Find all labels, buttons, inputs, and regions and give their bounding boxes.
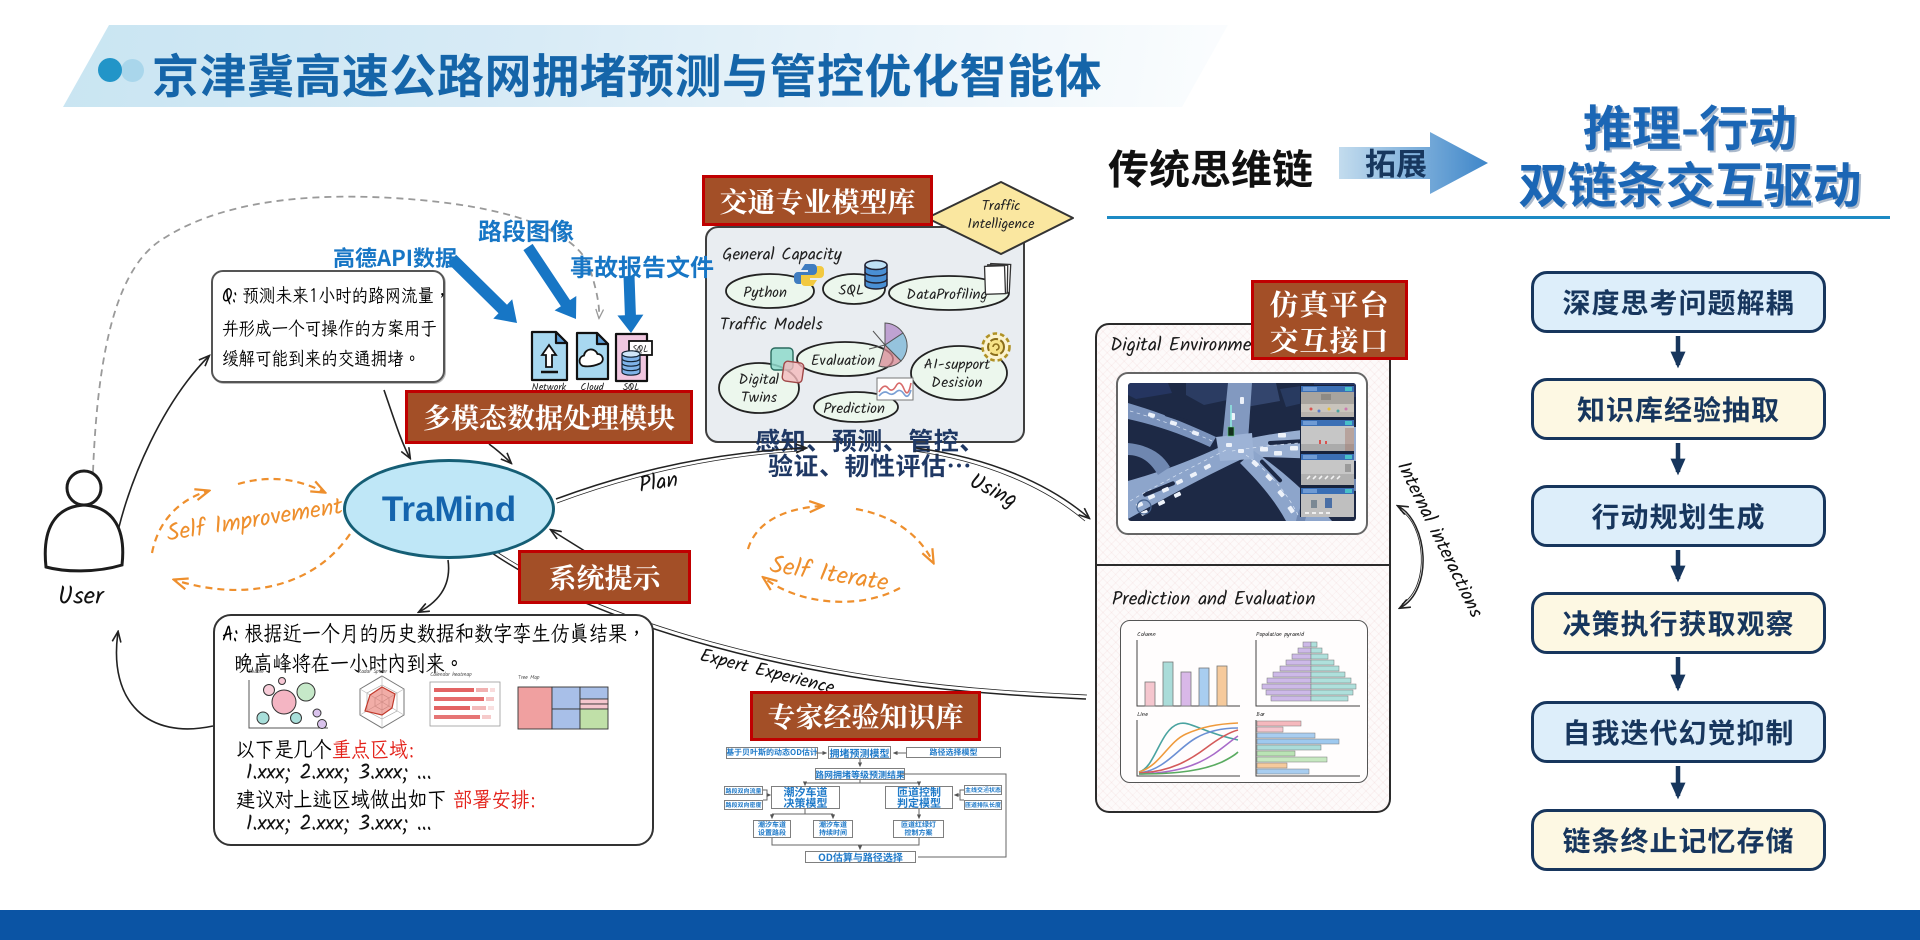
svg-text:Radar Spider: Radar Spider bbox=[358, 668, 387, 676]
svg-text:Intelligence: Intelligence bbox=[968, 214, 1035, 236]
svg-text:Digital: Digital bbox=[739, 368, 780, 392]
svg-text:Evaluation: Evaluation bbox=[811, 349, 876, 373]
svg-text:Traffic: Traffic bbox=[982, 196, 1022, 218]
svg-text:Python: Python bbox=[743, 281, 788, 305]
svg-text:Prediction: Prediction bbox=[823, 397, 886, 421]
svg-text:Population pyramid: Population pyramid bbox=[1256, 631, 1305, 640]
svg-text:AI-support: AI-support bbox=[924, 353, 991, 377]
svg-text:Bubble: Bubble bbox=[247, 668, 265, 676]
svg-text:Calendar heatmap: Calendar heatmap bbox=[430, 670, 472, 679]
svg-text:SQL: SQL bbox=[838, 279, 864, 303]
svg-text:Line: Line bbox=[1137, 711, 1149, 720]
svg-text:DataProfiling: DataProfiling bbox=[906, 283, 987, 307]
svg-text:Column: Column bbox=[1137, 631, 1156, 640]
svg-text:Bar: Bar bbox=[1255, 711, 1266, 720]
svg-text:Tree Map: Tree Map bbox=[518, 673, 540, 682]
svg-text:Desision: Desision bbox=[931, 371, 983, 395]
svg-text:Twins: Twins bbox=[741, 386, 778, 410]
